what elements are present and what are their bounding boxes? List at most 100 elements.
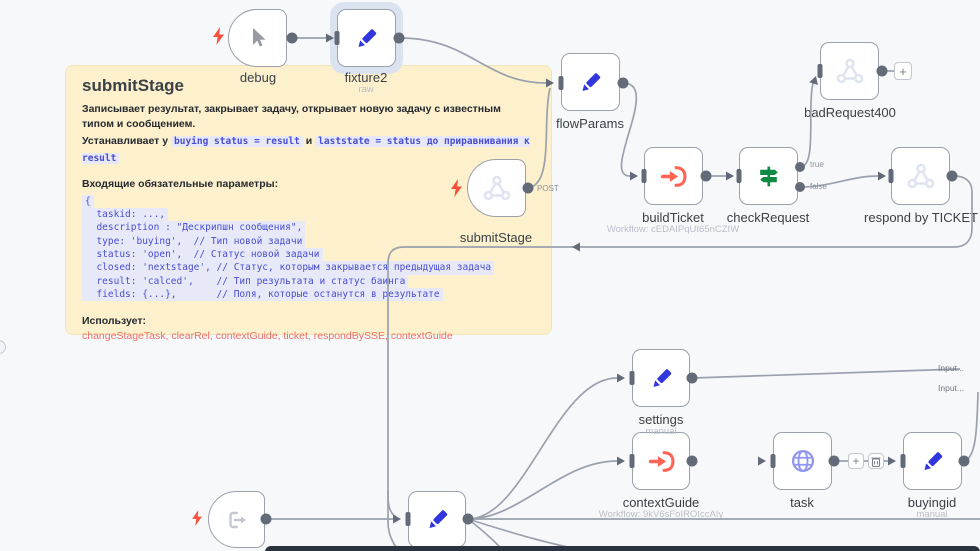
input-connector[interactable]: [770, 454, 776, 468]
output-connector[interactable]: [700, 170, 712, 182]
output-connector[interactable]: [462, 513, 474, 525]
node-label-fixture2: fixture2: [344, 70, 388, 85]
input-connector[interactable]: [817, 64, 823, 78]
uses-link[interactable]: contextGuide: [216, 330, 284, 342]
node-debug[interactable]: [228, 9, 287, 67]
lightning-icon: [213, 27, 224, 45]
output-connector[interactable]: [286, 32, 298, 44]
node-submitstage[interactable]: [467, 159, 526, 217]
output-connector[interactable]: [617, 77, 629, 89]
node-label-respond-by-ticket: respond by TICKET: [864, 210, 978, 225]
output-connector[interactable]: [686, 455, 698, 467]
output-connector[interactable]: [393, 32, 405, 44]
plus-icon: +: [899, 63, 907, 79]
connection[interactable]: [964, 391, 979, 462]
arrowhead: [546, 78, 554, 88]
node-label-submitstage: submitStage: [459, 230, 533, 245]
code-line: fields: {...}, // Поля, которые останутс…: [82, 287, 443, 302]
node-respond-by-ticket[interactable]: [891, 147, 950, 205]
node-badrequest400[interactable]: [820, 42, 879, 100]
input-connector[interactable]: [629, 371, 635, 385]
input-connector[interactable]: [736, 169, 742, 183]
output-connector[interactable]: [958, 455, 970, 467]
post-label: POST: [537, 184, 559, 193]
pencil-icon: [428, 510, 447, 528]
input-connector[interactable]: [888, 169, 894, 183]
output-connector[interactable]: [946, 170, 958, 182]
sticky-description: Записывает результат, закрывает задачу, …: [82, 103, 501, 131]
output-connector[interactable]: [522, 182, 534, 194]
input-connector[interactable]: [334, 31, 340, 45]
sticky-code-block: { taskid: ..., description : "Дескрипшн …: [82, 194, 535, 302]
arrowhead: [393, 514, 401, 524]
node-label-buyingid: buyingid: [907, 495, 957, 510]
code-line: type: 'buying', // Тип новой задачи: [82, 234, 306, 249]
input-connector[interactable]: [641, 169, 647, 183]
connection-add-button[interactable]: +: [848, 453, 864, 469]
node-label-contextguide: contextGuide: [622, 495, 700, 510]
node-bottom-pencil[interactable]: [408, 491, 466, 548]
plus-icon: +: [852, 454, 860, 468]
node-execute-trigger[interactable]: [208, 491, 265, 548]
connection[interactable]: [467, 460, 618, 520]
uses-link[interactable]: respondBySSE: [314, 330, 391, 342]
node-settings[interactable]: [632, 349, 690, 407]
execute-workflow-icon: [660, 165, 687, 187]
pencil-icon: [924, 451, 943, 470]
node-label-checkrequest: checkRequest: [726, 210, 810, 225]
uses-link[interactable]: ticket: [283, 330, 313, 342]
uses-link[interactable]: changeStageTask: [82, 330, 171, 342]
connection[interactable]: [467, 377, 618, 520]
sticky-inline-code-1: buying status = result: [171, 136, 303, 148]
node-flowparams[interactable]: [561, 53, 620, 111]
webhook-icon: [483, 175, 510, 201]
sticky-uses-links: changeStageTaskclearRelcontextGuideticke…: [82, 330, 535, 342]
connection[interactable]: [467, 518, 512, 551]
connection[interactable]: [399, 37, 547, 84]
node-checkrequest[interactable]: [739, 147, 798, 205]
connection[interactable]: [387, 490, 404, 551]
node-contextguide[interactable]: [632, 432, 690, 490]
cursor-icon: [252, 28, 265, 47]
output-connector[interactable]: [828, 455, 840, 467]
node-label-badrequest400: badRequest400: [804, 105, 896, 120]
execute-workflow-icon: [648, 450, 674, 472]
node-buildticket[interactable]: [644, 147, 703, 205]
input-connector[interactable]: [405, 512, 411, 526]
input-connector[interactable]: [558, 76, 564, 90]
output-connector-false[interactable]: [795, 182, 805, 192]
input-connector[interactable]: [629, 454, 635, 468]
webhook-icon: [907, 163, 934, 189]
arrowhead: [888, 456, 896, 466]
node-buyingid[interactable]: [903, 432, 962, 490]
arrowhead: [630, 171, 638, 181]
node-label-debug: debug: [239, 70, 277, 85]
code-line: status: 'open', // Статус новой задачи: [82, 248, 323, 262]
uses-link[interactable]: contextGuide: [390, 330, 453, 343]
pencil-icon: [582, 72, 601, 91]
pencil-icon: [652, 368, 671, 387]
node-sub-contextguide: Workflow: 9kV6sFoIROIccAIy: [598, 509, 724, 520]
connection[interactable]: [527, 87, 551, 189]
connection[interactable]: [692, 368, 961, 379]
connection[interactable]: [620, 82, 638, 177]
connection[interactable]: [799, 78, 815, 168]
add-node-button[interactable]: +: [894, 62, 912, 80]
connection[interactable]: [799, 175, 879, 188]
sticky-set-prefix: Устанавливает у: [82, 135, 169, 148]
code-line: closed: 'nextstage', // Статус, которым …: [82, 261, 495, 275]
output-connector[interactable]: [686, 372, 698, 384]
node-label-buildticket: buildTicket: [642, 210, 704, 225]
connection[interactable]: [387, 175, 973, 518]
globe-icon: [791, 449, 814, 473]
connection[interactable]: [467, 518, 612, 551]
uses-link[interactable]: clearRel: [171, 330, 215, 342]
output-connector[interactable]: [260, 513, 272, 525]
output-connector-true[interactable]: [795, 162, 805, 172]
input-connector[interactable]: [900, 454, 906, 468]
connection-delete-button[interactable]: [868, 453, 884, 469]
sticky-title: submitStage: [82, 76, 185, 95]
output-connector[interactable]: [876, 65, 888, 77]
